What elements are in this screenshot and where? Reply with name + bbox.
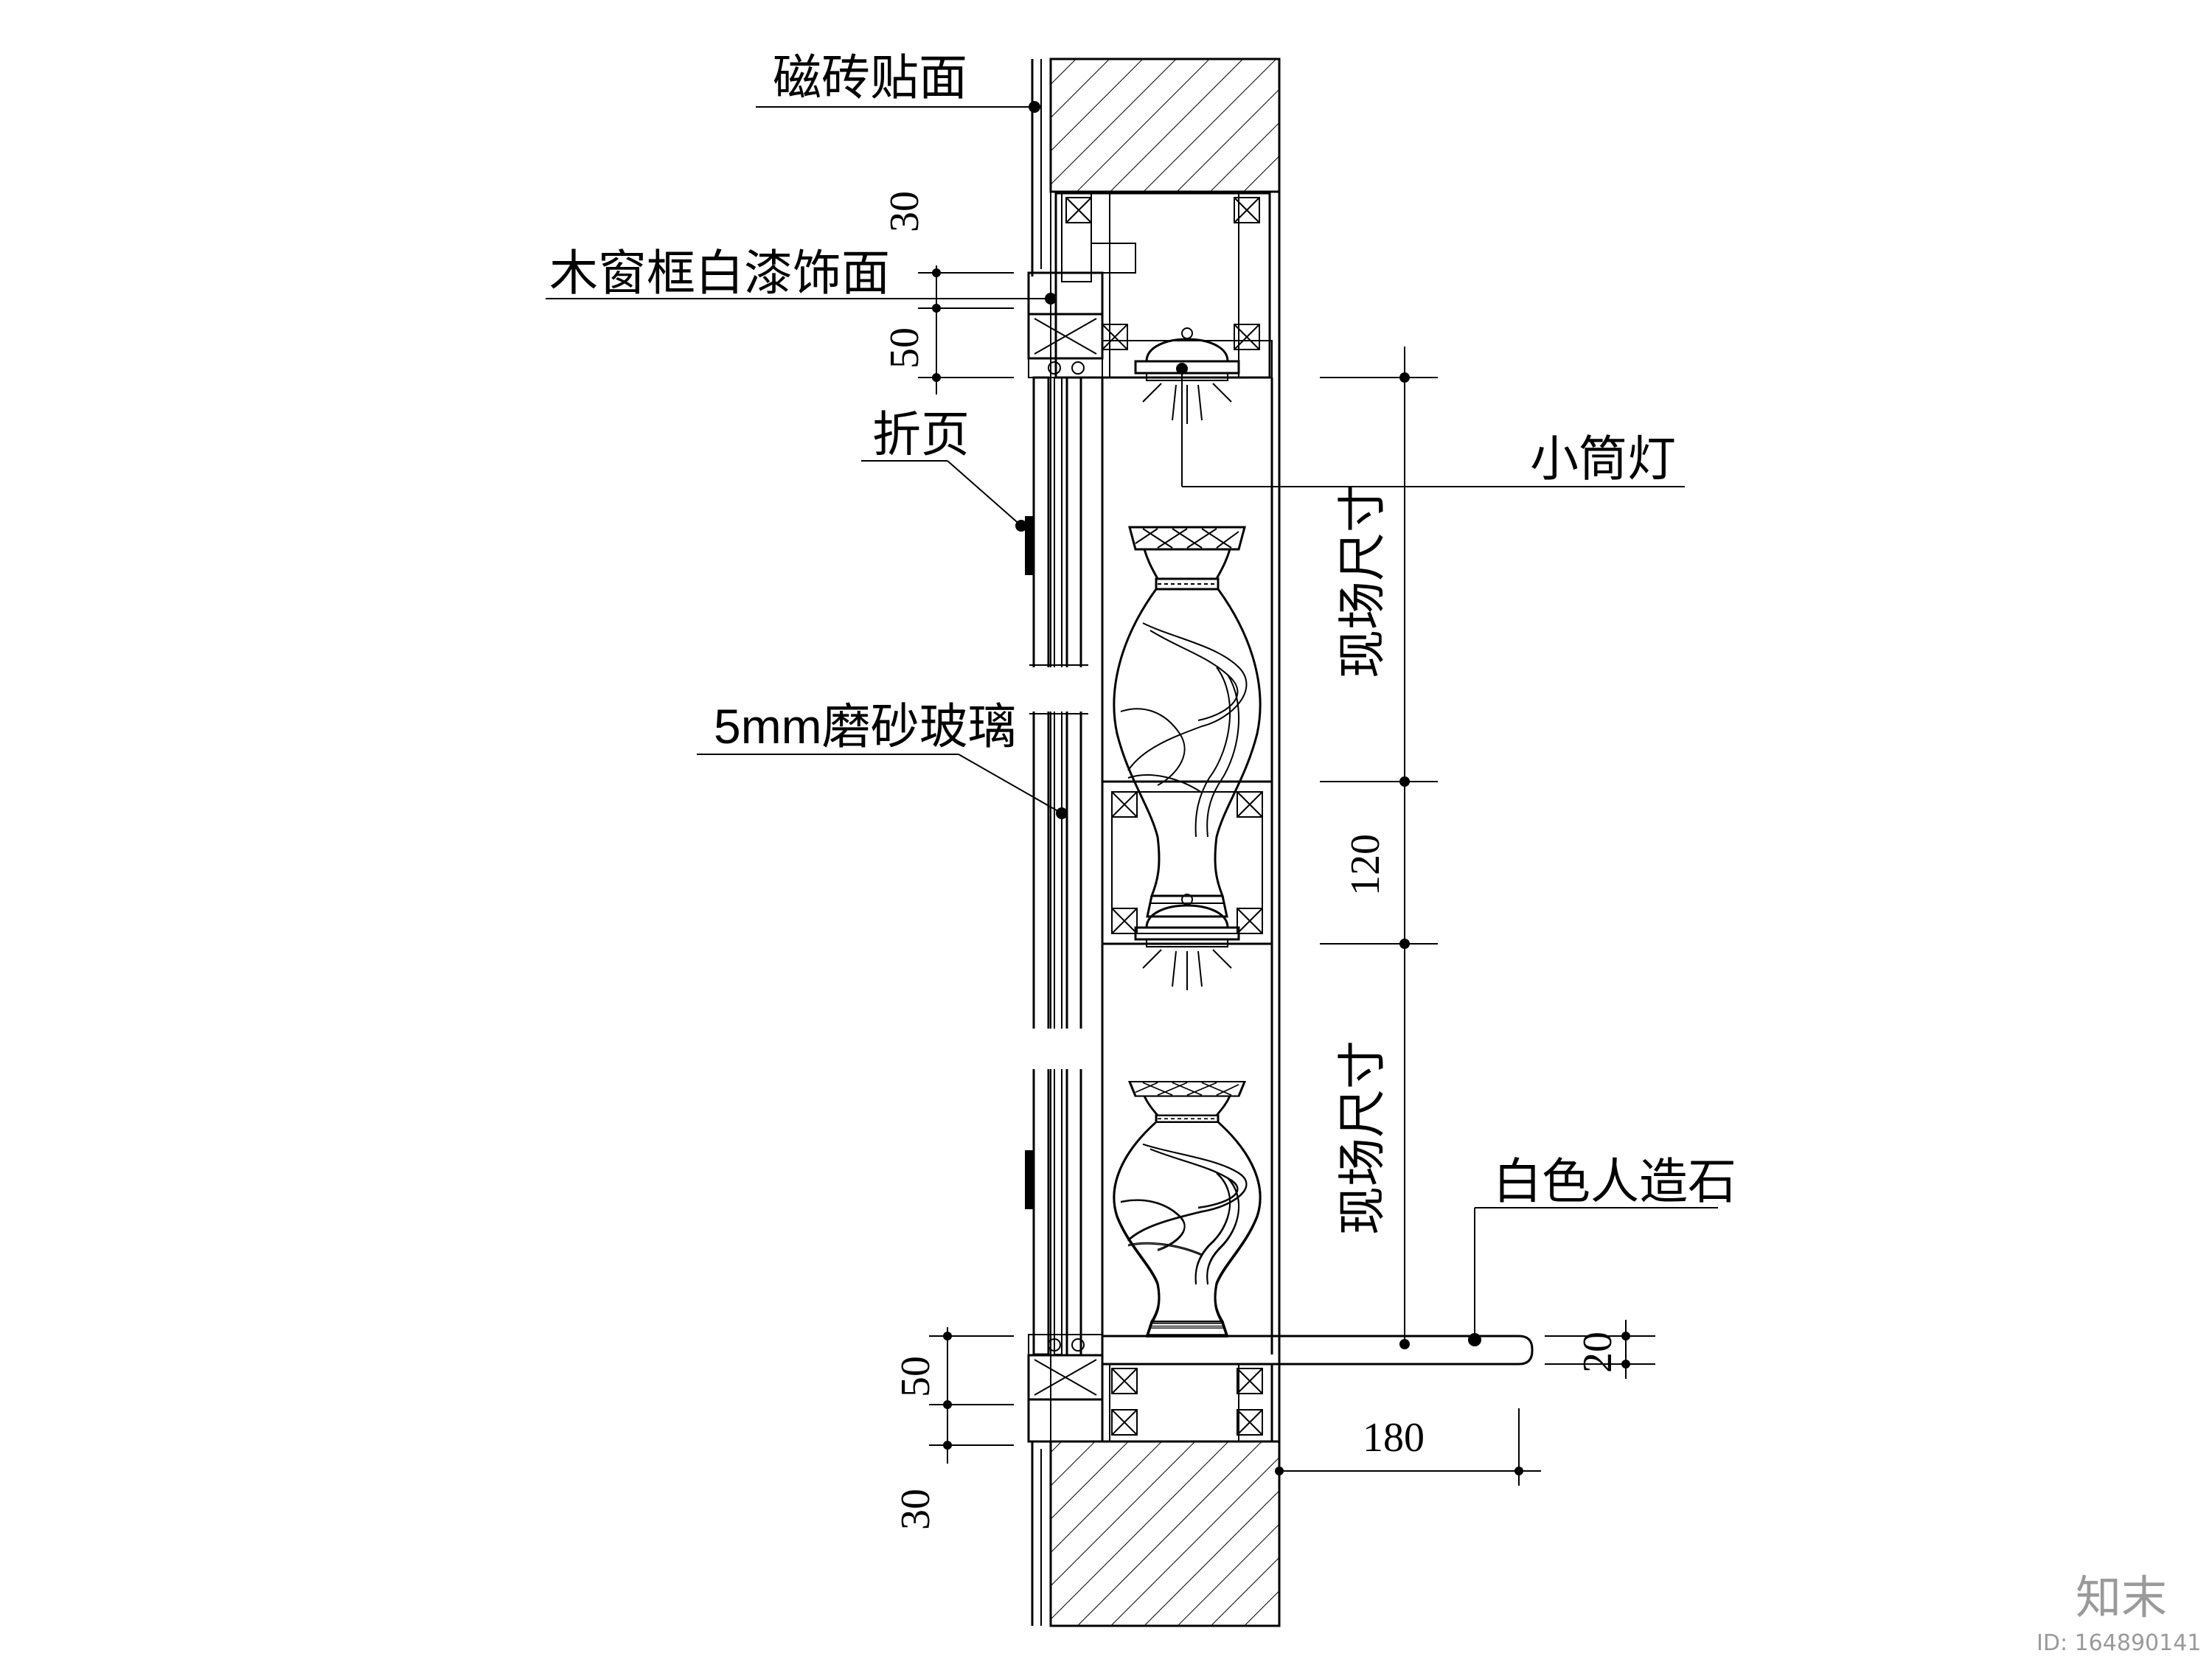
- label-hinge: 折页: [872, 407, 970, 462]
- leader-downlight: [1176, 363, 1685, 487]
- stone-thickness-dim: [1545, 1320, 1655, 1379]
- label-artificial-stone: 白色人造石: [1493, 1154, 1736, 1208]
- dim-middle-shelf: 120: [1343, 834, 1388, 896]
- dim-top-offset: 30: [882, 191, 928, 232]
- wall-masonry: [1049, 58, 1281, 1627]
- label-tile-facing: 磁砖贴面: [773, 50, 967, 105]
- leader-hinge: [861, 460, 1027, 532]
- tile-facing-layer: [1031, 59, 1042, 1626]
- left-dimension-bottom: [929, 1327, 1014, 1464]
- leader-wood-frame: [546, 293, 1057, 305]
- downlight-upper: [1134, 327, 1240, 425]
- dim-stone-thickness: 20: [1575, 1332, 1621, 1373]
- stone-depth-dim: [1275, 1408, 1541, 1486]
- upper-frame: [1027, 192, 1273, 379]
- watermark-id: ID: 164890141: [2037, 1630, 2201, 1656]
- dim-top-frame: 50: [882, 327, 928, 369]
- leader-frosted-glass: [697, 754, 1068, 819]
- label-downlight: 小筒灯: [1530, 431, 1676, 486]
- watermark-brand: 知末: [2076, 1571, 2167, 1624]
- dim-stone-depth: 180: [1363, 1415, 1425, 1461]
- hinge-lower: [1025, 1150, 1034, 1209]
- dim-site-size-lower: 现场尺寸: [1335, 1040, 1389, 1235]
- dim-site-size-upper: 现场尺寸: [1335, 484, 1389, 678]
- glass-door-panel: [1029, 376, 1088, 1356]
- vase-upper: [1113, 526, 1262, 918]
- vase-lower-full: [1113, 1080, 1262, 1338]
- leader-artificial-stone: [1468, 1207, 1718, 1346]
- dim-bottom-offset: 30: [893, 1489, 939, 1530]
- dim-bottom-frame: 50: [893, 1356, 939, 1397]
- downlight-lower: [1134, 893, 1240, 992]
- lower-frame: [1027, 1334, 1273, 1443]
- left-dimension-top: [918, 265, 1014, 394]
- hinge-upper: [1025, 516, 1034, 575]
- leader-tile-facing: [756, 101, 1040, 113]
- stone-shelf: [1102, 1335, 1534, 1366]
- label-wood-frame: 木窗框白漆饰面: [549, 246, 890, 300]
- right-dimension-chain: [1320, 347, 1438, 1349]
- middle-shelf: [1101, 780, 1273, 945]
- label-frosted-glass: 5mm磨砂玻璃: [714, 699, 1017, 754]
